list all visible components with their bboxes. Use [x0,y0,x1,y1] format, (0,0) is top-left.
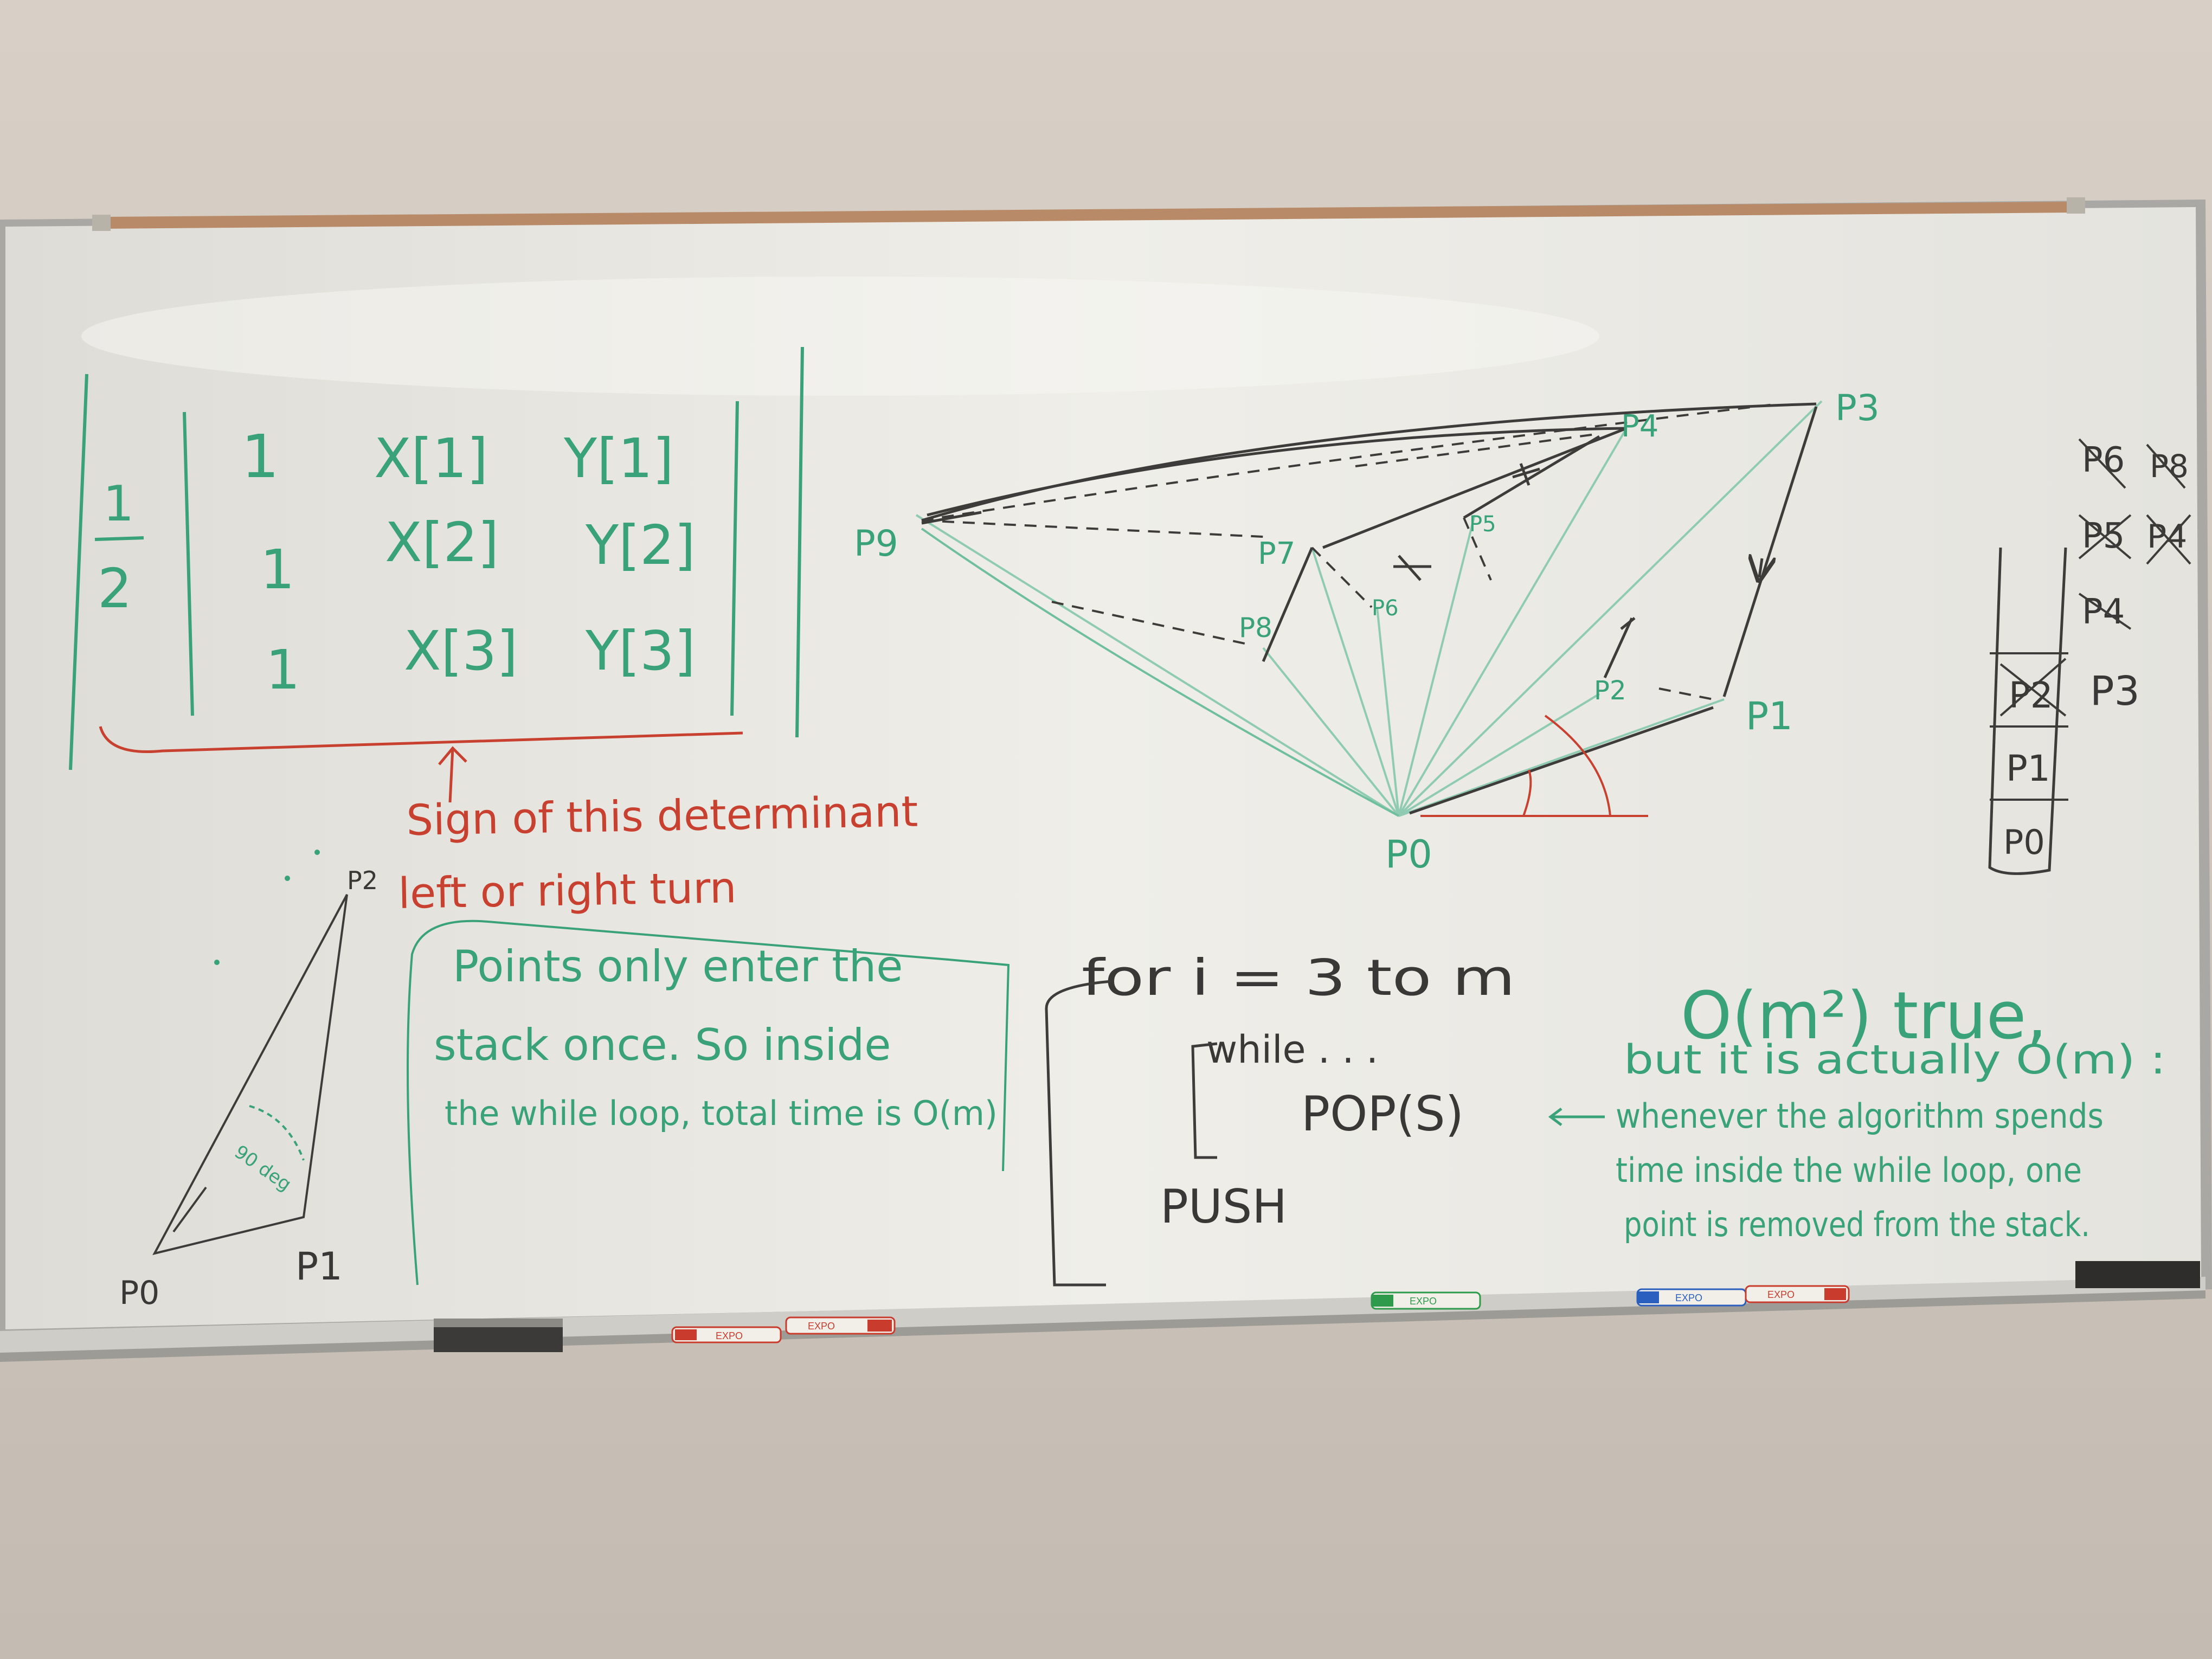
det-cell: Y[3] [585,619,696,683]
complexity-line-5: point is removed from the stack. [1624,1205,2090,1244]
stack-crossed-p6: P6 [2082,440,2125,480]
marker-brand: EXPO [1767,1289,1795,1300]
hull-label-p1: P1 [1746,694,1793,738]
hull-label-p4: P4 [1621,409,1658,444]
pseudocode: for i = 3 to m while . . . POP(S) PUSH [1045,949,1515,1287]
eraser-right [2075,1261,2200,1288]
determinant: 1 2 1 X[1] Y[1] 1 X[2] Y[2] 1 X[3] Y[3] [69,346,804,803]
hull-label-p3: P3 [1835,387,1880,429]
marker-brand: EXPO [1410,1296,1437,1307]
hull-label-p0: P0 [1385,832,1432,877]
complexity-line-2: but it is actually O(m) : [1624,1037,2166,1083]
complexity-line-4: time inside the while loop, one [1616,1150,2082,1190]
det-row-1: 1 X[1] Y[1] [241,422,674,491]
sign-note: Sign of this determinant left or right t… [398,788,918,918]
stack-cell-p1: P1 [2006,748,2050,789]
det-cell: 1 [241,422,279,491]
det-cell: X[1] [374,427,488,490]
stack-note-line-1: Points only enter the [453,941,903,992]
det-row-3: 1 X[3] Y[3] [266,619,696,702]
marker-red-2: EXPO [785,1316,896,1335]
push-line: PUSH [1160,1180,1287,1234]
stack-note-line-2: stack once. So inside [434,1020,891,1070]
sign-note-line-2: left or right turn [398,864,737,918]
det-cell: Y[2] [585,513,696,577]
det-cell: 1 [260,538,295,601]
marker-brand: EXPO [808,1321,835,1332]
complexity-note: O(m²) true, but it is actually O(m) : wh… [1548,979,2166,1244]
hull-diagram: P9 P8 P7 P6 P5 P4 P3 P2 P1 P0 [854,387,1880,877]
marker-green: EXPO [1371,1291,1481,1310]
triangle-label-p1: P1 [295,1244,343,1289]
hull-label-p7: P7 [1258,536,1295,571]
det-cell: X[2] [385,511,499,574]
det-cell: 1 [266,638,300,702]
stack-note: Points only enter the stack once. So ins… [407,919,1010,1285]
hull-label-p2: P2 [1594,676,1626,706]
stack-note-line-3: the while loop, total time is O(m) [445,1094,998,1133]
for-line: for i = 3 to m [1082,949,1515,1007]
hull-label-p5: P5 [1469,512,1496,537]
fraction-numerator: 1 [103,475,134,532]
triangle-label-p0: P0 [119,1274,159,1312]
stack-cell-p2: P2 [2009,674,2053,716]
whiteboard [0,200,2212,1339]
fraction-denominator: 2 [98,557,132,620]
while-line: while . . . [1206,1027,1378,1072]
stack-crossed-p4b: P4 [2082,592,2125,632]
complexity-line-3: whenever the algorithm spends [1616,1096,2104,1136]
hull-label-p9: P9 [854,523,898,564]
marker-brand: EXPO [716,1330,743,1341]
pop-line: POP(S) [1301,1086,1464,1142]
cork-strip [92,197,2085,231]
marker-red-1: EXPO [671,1326,782,1343]
complexity-line-1: O(m²) true, [1681,979,2047,1054]
eraser-left [434,1319,563,1352]
det-row-2: 1 X[2] Y[2] [260,511,696,601]
stack-diagram: P2 P1 P0 P6 P8 P5 P4 P4 P3 [1988,438,2191,875]
hull-dashed [921,403,1779,700]
marker-red-3: EXPO [1745,1285,1850,1303]
rays [915,400,1823,817]
hull-label-p8: P8 [1239,612,1272,644]
det-cell: Y[1] [563,427,674,490]
triangle-label-p2: P2 [347,866,378,895]
hull-label-p6: P6 [1372,596,1399,621]
angle-arcs [1420,715,1648,817]
sign-note-line-1: Sign of this determinant [406,788,918,845]
det-cell: X[3] [404,619,518,683]
stack-cell-p0: P0 [2003,822,2045,862]
stack-top-p3: P3 [2090,668,2140,715]
marker-brand: EXPO [1675,1293,1702,1303]
marker-blue: EXPO [1636,1288,1747,1307]
